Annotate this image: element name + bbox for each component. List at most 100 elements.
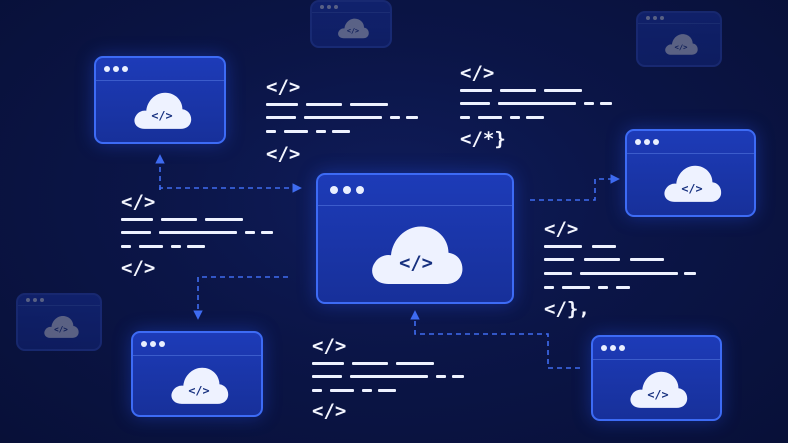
code-line: [304, 116, 382, 119]
cloud-code-icon: </>: [171, 367, 229, 404]
svg-text:</>: </>: [647, 387, 668, 401]
code-line: [544, 258, 574, 261]
svg-text:</>: </>: [151, 108, 172, 122]
window-dot: [159, 341, 165, 347]
code-line: [332, 130, 350, 133]
window-top-right: </>: [625, 129, 756, 217]
svg-text:</>: </>: [188, 383, 209, 397]
code-tag: </>: [312, 400, 347, 422]
window-dot: [653, 16, 657, 20]
code-line: [261, 231, 273, 234]
window-dot: [635, 139, 641, 145]
window-dot: [113, 66, 119, 72]
code-line: [312, 389, 322, 392]
code-line: [544, 89, 582, 92]
code-line: [544, 245, 582, 248]
window-dot: [601, 345, 607, 351]
code-line: [350, 103, 388, 106]
window-dot: [610, 345, 616, 351]
code-tag: </>: [544, 218, 579, 240]
svg-text:</>: </>: [399, 253, 433, 274]
cloud-code-icon: </>: [134, 92, 192, 129]
code-line: [352, 362, 388, 365]
code-line: [452, 375, 464, 378]
code-line: [312, 375, 342, 378]
code-line: [598, 286, 608, 289]
code-line: [266, 130, 276, 133]
window-dot: [40, 298, 44, 302]
window-dot: [619, 345, 625, 351]
code-line: [498, 102, 576, 105]
code-line: [600, 102, 612, 105]
code-line: [630, 258, 664, 261]
svg-text:</>: </>: [54, 325, 68, 334]
code-snippet-bottom-center: </> </>: [312, 337, 472, 427]
connector-top-left: [159, 183, 302, 193]
window-title-bar: [318, 175, 512, 206]
window-dot: [150, 341, 156, 347]
window-top-left: </>: [94, 56, 226, 144]
window-dot: [122, 66, 128, 72]
window-dot: [343, 186, 351, 194]
window-dot: [141, 341, 147, 347]
code-line: [436, 375, 446, 378]
code-line: [526, 116, 544, 119]
code-line: [161, 218, 197, 221]
connector-bottom-left: [193, 276, 288, 320]
code-line: [460, 116, 470, 119]
window-title-bar: [593, 337, 720, 360]
code-line: [616, 286, 630, 289]
window-center: </>: [316, 173, 514, 304]
window-dot: [320, 5, 324, 9]
code-line: [139, 245, 163, 248]
code-line: [171, 245, 181, 248]
code-line: [362, 389, 372, 392]
code-line: [460, 89, 492, 92]
faded-window-left: </>: [16, 293, 102, 351]
code-line: [350, 375, 428, 378]
code-line: [562, 286, 590, 289]
window-dot: [327, 5, 331, 9]
code-tag: </*}: [460, 128, 506, 150]
faded-window-top-right: </>: [636, 11, 722, 67]
code-line: [330, 389, 354, 392]
code-line: [159, 231, 237, 234]
window-title-bar: [18, 295, 100, 306]
code-tag: </},: [544, 298, 590, 320]
cloud-code-icon: </>: [338, 18, 369, 39]
code-line: [592, 245, 616, 248]
code-line: [500, 89, 536, 92]
window-dot: [356, 186, 364, 194]
code-line: [584, 102, 594, 105]
code-tag: </>: [266, 76, 301, 98]
code-line: [396, 362, 434, 365]
window-dot: [644, 139, 650, 145]
code-line: [544, 286, 554, 289]
code-line: [205, 218, 243, 221]
cloud-code-icon: </>: [630, 371, 688, 408]
window-title-bar: [627, 131, 754, 154]
code-line: [478, 116, 502, 119]
code-line: [684, 272, 696, 275]
code-snippet-left: </> </>: [121, 193, 281, 283]
code-tag: </>: [460, 62, 495, 84]
window-dot: [33, 298, 37, 302]
code-tag: </>: [312, 335, 347, 357]
window-bottom-left: </>: [131, 331, 263, 417]
code-line: [266, 116, 296, 119]
code-tag: </>: [121, 191, 156, 213]
window-dot: [646, 16, 650, 20]
code-line: [544, 272, 572, 275]
window-dot: [660, 16, 664, 20]
svg-text:</>: </>: [347, 27, 359, 35]
cloud-code-icon: </>: [664, 165, 722, 202]
code-line: [580, 272, 678, 275]
code-snippet-right: </> </},: [544, 220, 704, 330]
code-snippet-top-right: </> </*}: [460, 64, 620, 154]
code-line: [584, 258, 620, 261]
code-tag: </>: [121, 257, 156, 279]
window-title-bar: [133, 333, 261, 356]
window-dot: [104, 66, 110, 72]
